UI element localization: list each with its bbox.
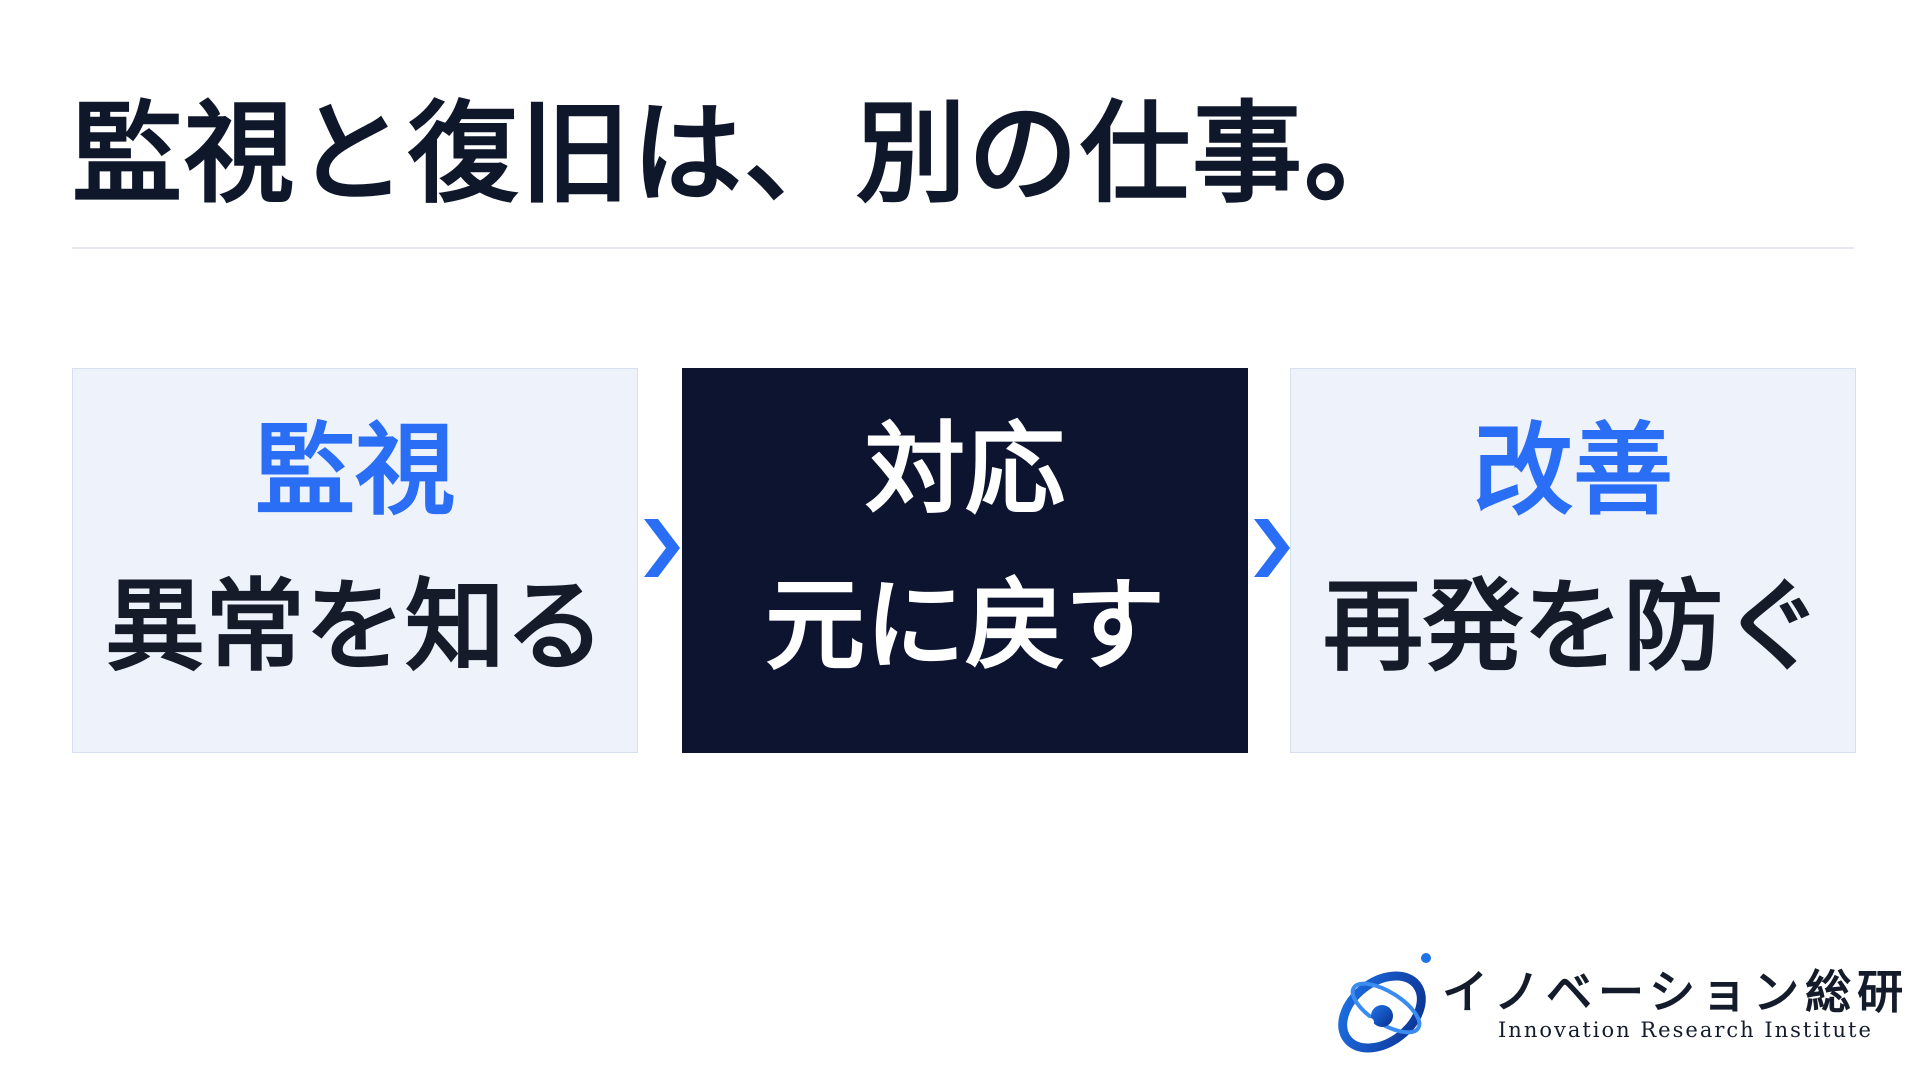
title-divider — [72, 247, 1854, 249]
step-description: 元に戻す — [765, 567, 1165, 684]
orbit-logo-icon — [1338, 953, 1431, 1053]
step-card-improvement: 改善 再発を防ぐ — [1290, 368, 1856, 753]
slide-title: 監視と復旧は、別の仕事。 — [72, 90, 1416, 218]
brand-logo-block: イノベーション総研 Innovation Research Institute — [1330, 950, 1903, 1060]
step-card-monitoring: 監視 異常を知る — [72, 368, 638, 753]
brand-subtitle: Innovation Research Institute — [1498, 1018, 1873, 1042]
step-title: 監視 — [255, 412, 455, 529]
step-title: 対応 — [865, 411, 1065, 528]
brand-name: イノベーション総研 — [1442, 965, 1910, 1019]
step-card-response: 対応 元に戻す — [682, 368, 1248, 753]
step-title: 改善 — [1473, 412, 1673, 529]
chevron-right-icon — [1254, 519, 1290, 577]
step-description: 異常を知る — [105, 568, 605, 685]
step-description: 再発を防ぐ — [1323, 568, 1823, 685]
chevron-right-icon — [644, 519, 680, 577]
